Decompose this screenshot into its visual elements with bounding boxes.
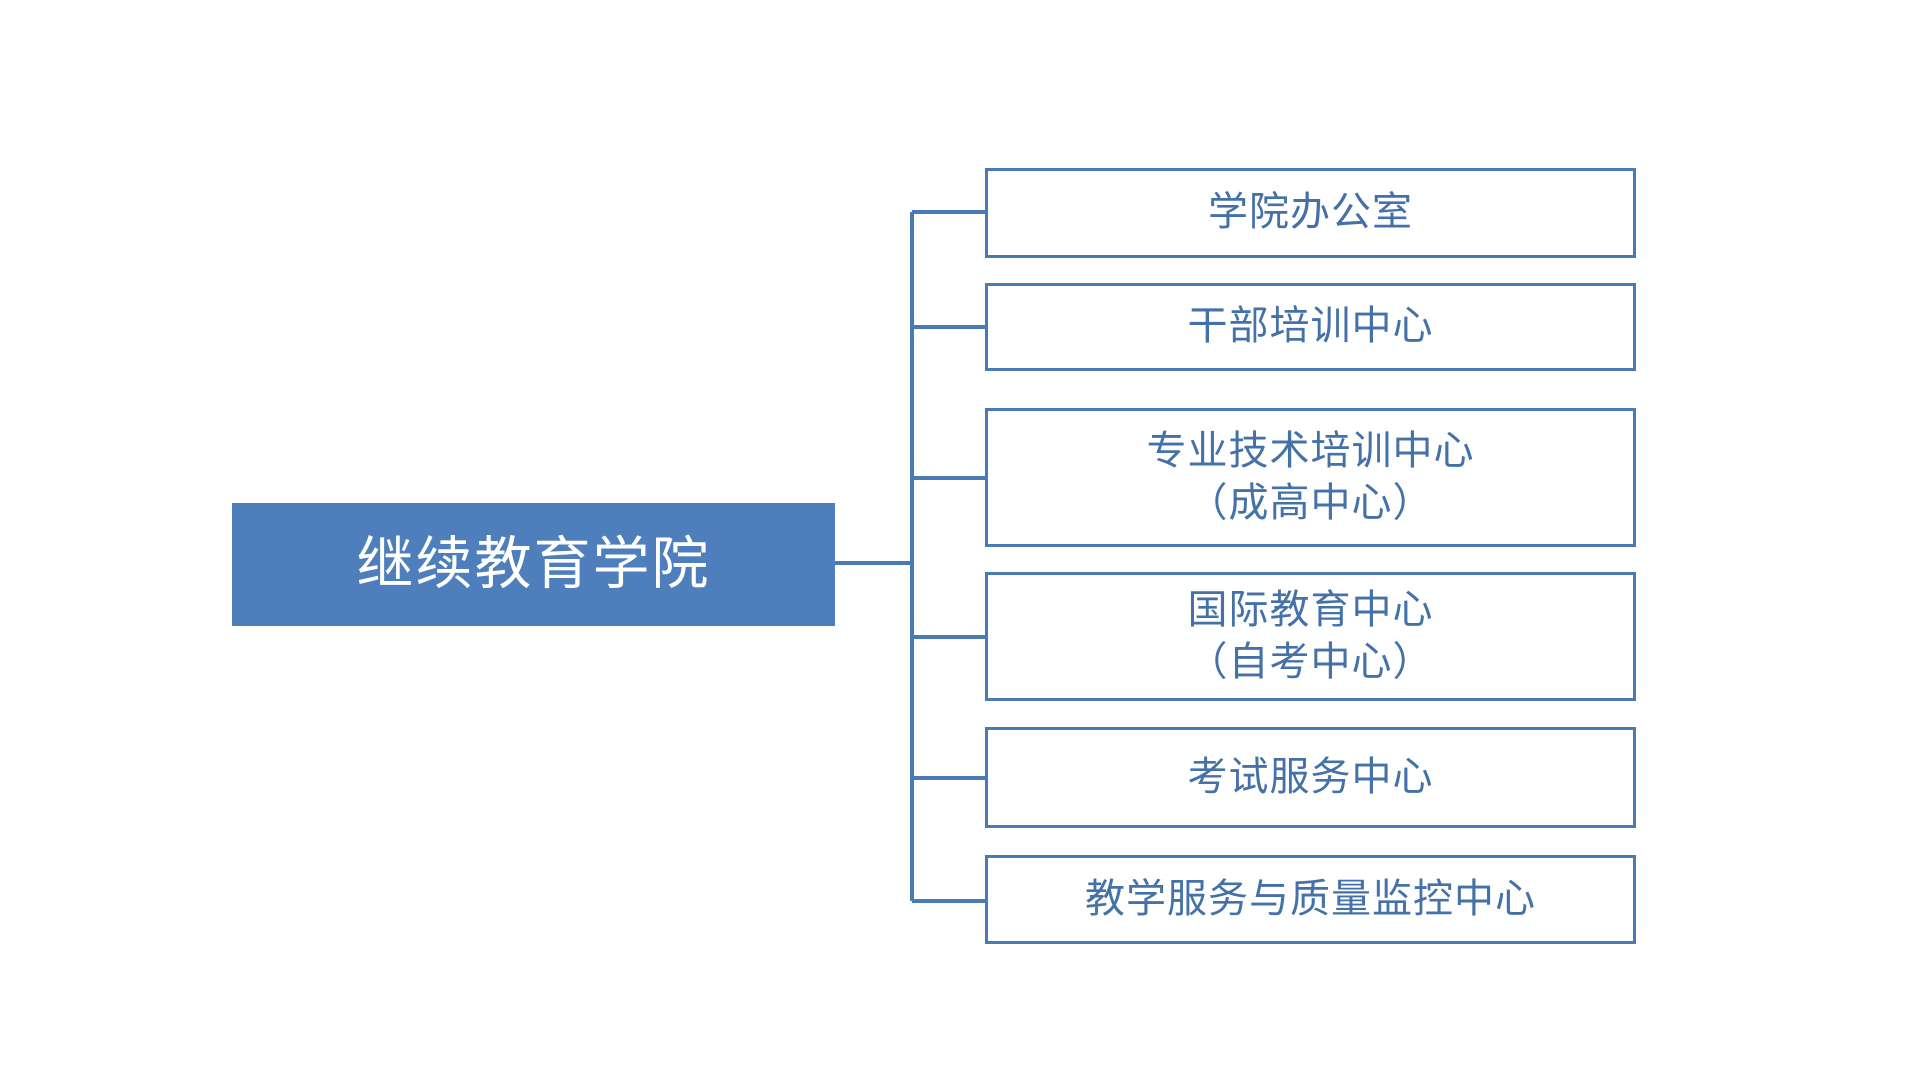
child-node-international-education-center[interactable]: 国际教育中心 （自考中心） [985, 572, 1636, 701]
child-node-label: 学院办公室 [1208, 187, 1413, 238]
child-node-label-line2: （自考中心） [1187, 639, 1434, 684]
root-node-continuing-education-college[interactable]: 继续教育学院 [232, 503, 835, 626]
child-node-examination-service-center[interactable]: 考试服务中心 [985, 727, 1636, 828]
child-node-label: 国际教育中心 （自考中心） [1188, 585, 1434, 687]
child-node-label: 教学服务与质量监控中心 [1085, 874, 1536, 925]
child-node-cadre-training-center[interactable]: 干部培训中心 [985, 283, 1636, 371]
child-node-label-line2: （成高中心） [1187, 480, 1434, 525]
child-node-college-office[interactable]: 学院办公室 [985, 168, 1636, 258]
child-node-teaching-service-and-quality-monitoring-center[interactable]: 教学服务与质量监控中心 [985, 855, 1636, 944]
child-node-label-line1: 干部培训中心 [1187, 304, 1434, 349]
child-node-label: 考试服务中心 [1188, 752, 1434, 803]
child-node-label-line1: 教学服务与质量监控中心 [1085, 876, 1536, 921]
child-node-label-line1: 学院办公室 [1208, 190, 1413, 235]
child-node-professional-technical-training-center[interactable]: 专业技术培训中心 （成高中心） [985, 408, 1636, 547]
child-node-label: 干部培训中心 [1188, 301, 1434, 352]
root-node-label: 继续教育学院 [356, 531, 711, 596]
child-node-label-line1: 考试服务中心 [1187, 754, 1434, 799]
child-node-label-line1: 专业技术培训中心 [1146, 429, 1475, 474]
child-node-label: 专业技术培训中心 （成高中心） [1147, 426, 1475, 528]
child-node-label-line1: 国际教育中心 [1187, 588, 1434, 633]
